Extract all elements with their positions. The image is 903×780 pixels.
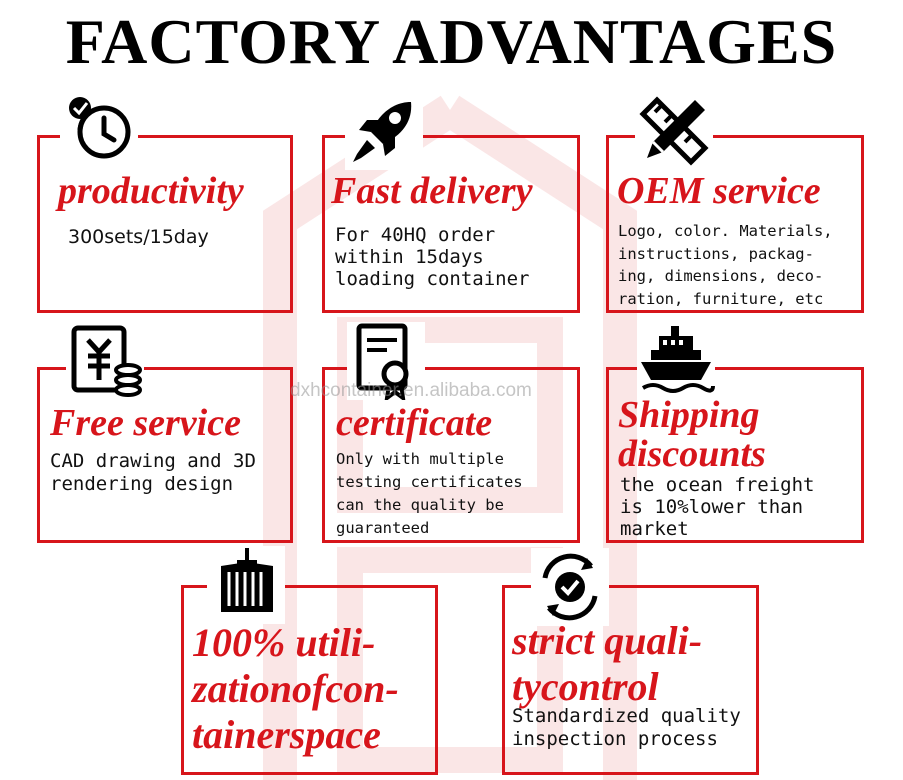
card-shipping-discounts (606, 367, 864, 543)
pencil-ruler-icon (635, 92, 713, 170)
card-title: productivity (58, 170, 244, 212)
container-icon (207, 546, 285, 624)
certificate-icon (347, 322, 425, 400)
page-title: FACTORY ADVANTAGES (65, 6, 838, 77)
card-productivity (37, 135, 293, 313)
card-description: Logo, color. Materials, instructions, pa… (618, 222, 833, 308)
watermark-text: dxhcontainer.en.alibaba.com (290, 380, 532, 401)
card-free-service (37, 367, 293, 543)
card-title: Fast delivery (331, 170, 533, 212)
card-description: the ocean freight is 10%lower than marke… (620, 474, 815, 540)
card-description: Only with multiple testing certificates … (336, 450, 523, 537)
card-oem-service (606, 135, 864, 313)
card-title: 100% utili- zationofcon- tainerspace (192, 620, 399, 757)
card-quality-control (502, 585, 759, 775)
quality-gear-icon (531, 548, 609, 626)
card-description: For 40HQ order within 15days loading con… (335, 224, 530, 290)
clock-check-icon (60, 90, 138, 168)
card-title: certificate (336, 402, 493, 444)
card-certificate (322, 367, 580, 543)
rocket-icon (345, 92, 423, 170)
card-title: Free service (50, 402, 241, 444)
card-description: CAD drawing and 3D rendering design (50, 450, 256, 495)
card-title: Shipping discounts (618, 394, 766, 475)
card-container-utilization (181, 585, 438, 775)
ship-icon (637, 322, 715, 400)
card-description: Standardized quality inspection process (512, 705, 741, 750)
yuan-coins-icon (66, 322, 144, 400)
card-title: OEM service (617, 170, 821, 212)
card-description: 300sets/15day (68, 226, 209, 248)
card-title: strict quali- tycontrol (512, 618, 703, 709)
card-fast-delivery (322, 135, 580, 313)
